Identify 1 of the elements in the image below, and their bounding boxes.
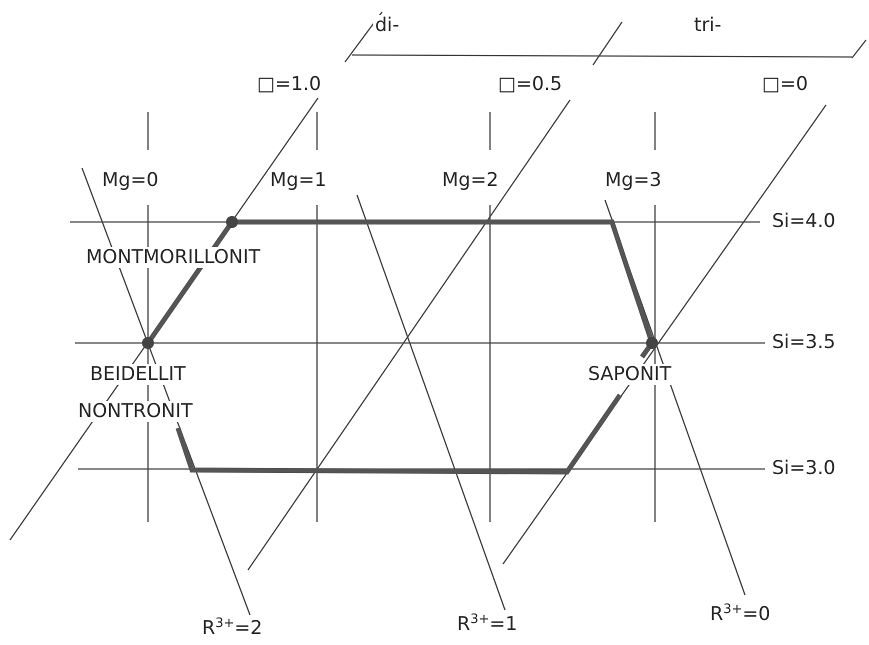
mineral-name: SAPONIT — [586, 364, 674, 385]
